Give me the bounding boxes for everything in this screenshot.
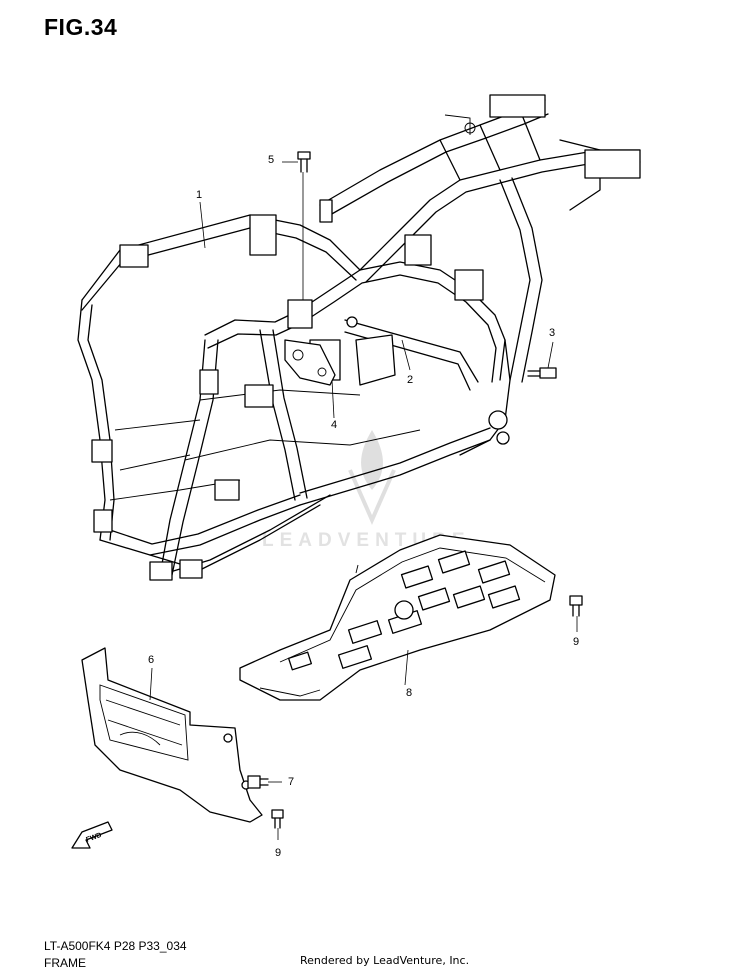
callout-9-right: 9 [573, 636, 580, 648]
model-code: LT-A500FK4 P28 P33_034 [44, 939, 187, 953]
screw-7-drawing [247, 775, 269, 789]
figure-title: FIG.34 [44, 14, 118, 40]
callout-6: 6 [148, 654, 155, 666]
callout-4: 4 [331, 419, 338, 431]
front-guard-drawing [81, 647, 263, 823]
section-name: FRAME [44, 956, 86, 970]
callout-3: 3 [549, 327, 556, 339]
flame-logo-icon [348, 430, 396, 525]
cross-member-drawing [344, 316, 479, 391]
frame-drawing [77, 94, 641, 581]
callout-1: 1 [196, 189, 203, 201]
bolt-9-right-drawing [569, 595, 583, 617]
bracket-drawing [284, 339, 336, 386]
bolt-9-lower-drawing [271, 809, 284, 829]
callout-5: 5 [268, 154, 275, 166]
rendered-by-credit: Rendered by LeadVenture, Inc. [300, 954, 470, 967]
bolt-3-drawing [527, 367, 557, 379]
callout-7: 7 [288, 776, 295, 788]
callout-8: 8 [406, 687, 413, 699]
leader-lines [149, 161, 578, 840]
callout-9-lower: 9 [275, 847, 282, 859]
skid-plate-drawing [239, 534, 556, 701]
bolt-5-drawing [297, 151, 311, 173]
forward-arrow-icon [71, 821, 113, 849]
callout-2: 2 [407, 374, 414, 386]
